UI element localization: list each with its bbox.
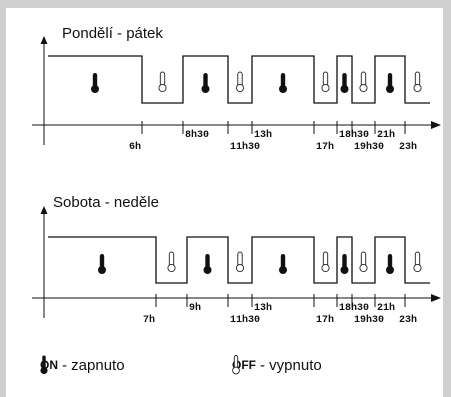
tick-label: 23h (399, 141, 417, 153)
thermometer-outline-icon (158, 71, 167, 93)
thermometer-filled-icon (279, 73, 287, 93)
thermometer-outline-icon (413, 71, 422, 93)
tick-label: 13h (254, 302, 272, 314)
thermometer-filled-icon (40, 355, 48, 375)
schedule-waveform (48, 55, 430, 104)
tick-label: 8h30 (185, 129, 209, 141)
tick-label: 18h30 (339, 129, 369, 141)
frame-right (443, 0, 451, 397)
thermometer-filled-icon (203, 254, 212, 274)
weekend-title: Sobota - neděle (53, 194, 159, 211)
thermometer-outline-icon (413, 251, 422, 273)
legend-on: ON - zapnuto (40, 355, 125, 375)
thermometer-outline-icon (235, 251, 245, 273)
thermometer-outline-icon (321, 251, 330, 273)
frame-top (0, 0, 451, 8)
tick-label: 11h30 (230, 141, 260, 153)
tick-label: 18h30 (339, 302, 369, 314)
thermometer-filled-icon (386, 73, 394, 93)
thermometer-outline-icon (359, 71, 368, 93)
thermometer-outline-icon (359, 251, 368, 273)
x-axis-arrow (431, 294, 441, 302)
tick-label: 23h (399, 314, 417, 326)
x-axis-arrow (431, 121, 441, 129)
tick-label: 21h (377, 302, 395, 314)
thermometer-filled-icon (91, 73, 99, 93)
tick-label: 19h30 (354, 314, 384, 326)
tick-label: 17h (316, 314, 334, 326)
tick-label: 21h (377, 129, 395, 141)
thermometer-filled-icon (201, 73, 210, 93)
tick-label: 13h (254, 129, 272, 141)
tick-label: 6h (129, 141, 141, 153)
y-axis-arrow (40, 206, 48, 214)
thermometer-filled-icon (279, 254, 287, 274)
y-axis-arrow (40, 36, 48, 44)
schedule-waveform (48, 236, 430, 284)
thermometer-filled-icon (98, 254, 106, 274)
tick-label: 9h (189, 302, 201, 314)
thermometer-filled-icon (386, 254, 394, 274)
thermometer-outline-icon (232, 355, 240, 375)
thermometer-filled-icon (340, 73, 349, 93)
weekday-title: Pondělí - pátek (62, 25, 163, 42)
legend-on-text: - zapnuto (62, 356, 125, 374)
thermometer-outline-icon (235, 71, 245, 93)
tick-label: 19h30 (354, 141, 384, 153)
thermometer-outline-icon (321, 71, 330, 93)
frame-left (0, 0, 6, 397)
tick-label: 11h30 (230, 314, 260, 326)
thermometer-filled-icon (340, 254, 349, 274)
thermometer-outline-icon (167, 251, 176, 273)
tick-label: 17h (316, 141, 334, 153)
legend-off-text: - vypnuto (260, 356, 322, 374)
tick-label: 7h (143, 314, 155, 326)
legend-off: OFF - vypnuto (232, 355, 322, 375)
